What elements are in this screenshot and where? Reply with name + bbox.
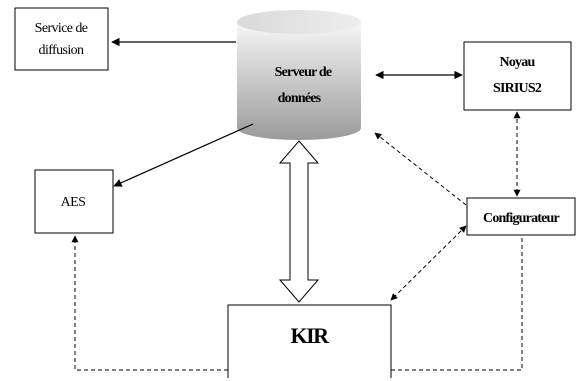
serveur-donnees-label-1: Serveur de [275, 65, 332, 80]
aes-node: AES [34, 169, 114, 234]
serveur-donnees-node: Serveur de données [237, 10, 361, 140]
arrow-serveur-to-aes [113, 123, 254, 187]
noyau-sirius-label-1: Noyau [500, 55, 536, 70]
aes-label: AES [61, 195, 86, 210]
dashed-line-kir-to-configurateur [391, 236, 523, 371]
kir-label: KIR [290, 323, 330, 348]
noyau-sirius-label-2: SIRIUS2 [493, 81, 542, 96]
service-diffusion-label-2: diffusion [39, 43, 84, 58]
configurateur-node: Configurateur [466, 197, 576, 236]
noyau-sirius-node: Noyau SIRIUS2 [463, 41, 572, 111]
service-diffusion-label-1: Service de [35, 21, 88, 36]
service-diffusion-node: Service de diffusion [14, 7, 109, 71]
dashed-arrow-configurateur-kir [390, 225, 467, 301]
kir-node: KIR [227, 304, 392, 378]
dashed-arrow-kir-to-aes [71, 235, 228, 371]
serveur-donnees-label-2: données [278, 91, 322, 106]
dashed-arrow-configurateur-to-serveur [374, 132, 467, 206]
hollow-double-arrow-kir-serveur [278, 140, 320, 303]
configurateur-label: Configurateur [483, 211, 560, 226]
